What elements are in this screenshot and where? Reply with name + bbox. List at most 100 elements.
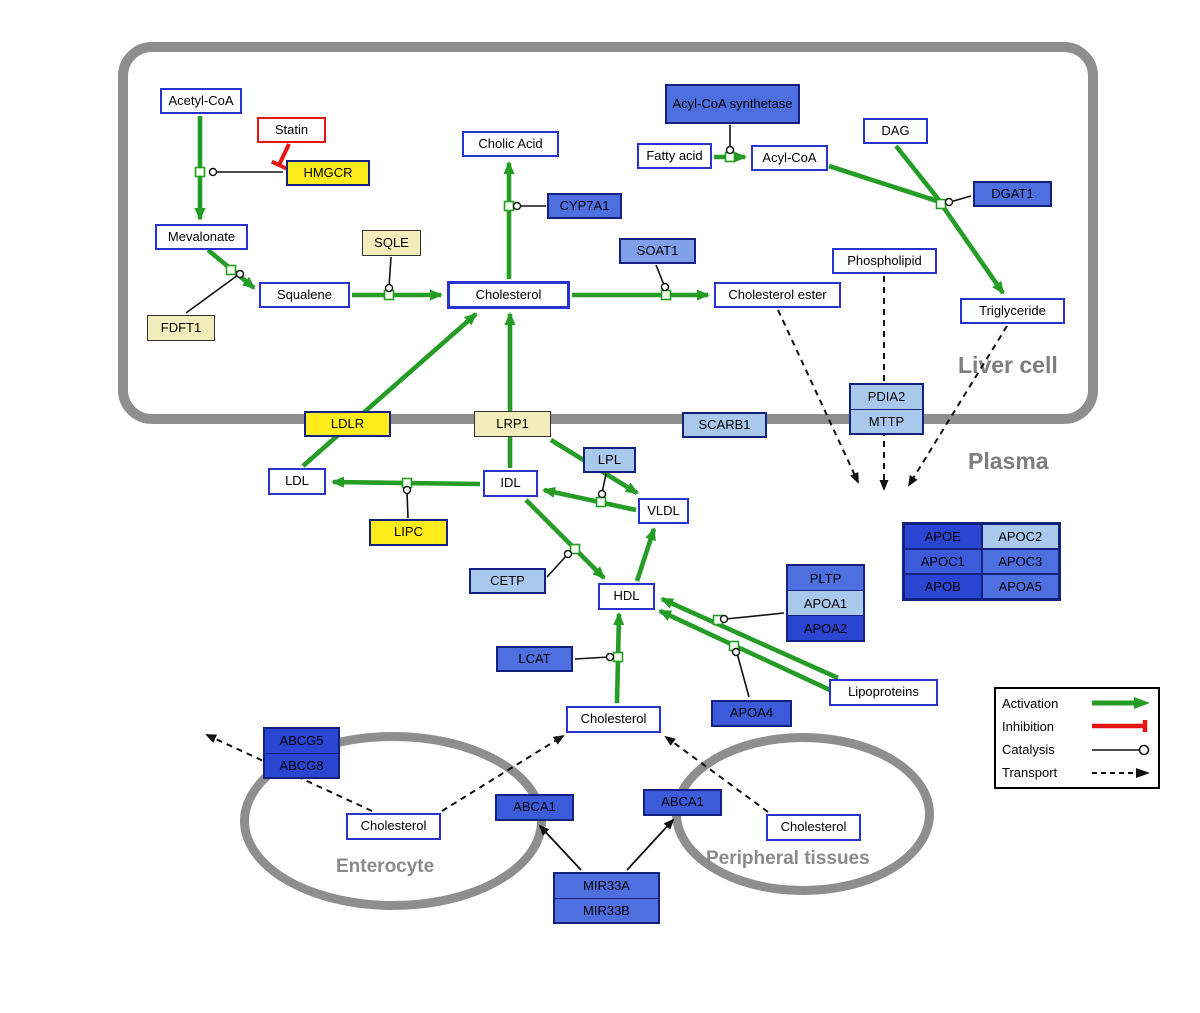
edge-lipoproteins-hdl-upper <box>660 596 839 681</box>
node-pltp[interactable]: PLTP <box>788 566 863 590</box>
cat-cetp <box>546 554 568 578</box>
cat-soat1 <box>655 264 665 286</box>
node-lcat[interactable]: LCAT <box>496 646 573 672</box>
node-fdft1[interactable]: FDFT1 <box>147 315 215 341</box>
node-apoa1[interactable]: APOA1 <box>788 590 863 615</box>
catalysis-end <box>731 647 741 657</box>
node-fatty-acid[interactable]: Fatty acid <box>637 143 712 169</box>
abcg5-abcg8-stack: ABCG5 ABCG8 <box>263 727 340 779</box>
node-triglyceride[interactable]: Triglyceride <box>960 298 1065 324</box>
legend-transport-label: Transport <box>1002 765 1058 781</box>
node-abcg5[interactable]: ABCG5 <box>265 729 338 753</box>
node-cetp[interactable]: CETP <box>469 568 546 594</box>
reaction-node <box>612 651 624 663</box>
reaction-node <box>569 543 581 555</box>
node-ldlr[interactable]: LDLR <box>304 411 391 437</box>
node-apoc3[interactable]: APOC3 <box>981 549 1059 574</box>
node-statin[interactable]: Statin <box>257 117 326 143</box>
edge-acylcoa-dgat-junction <box>828 163 938 204</box>
node-apoc1[interactable]: APOC1 <box>904 549 982 574</box>
node-apob[interactable]: APOB <box>904 574 982 599</box>
node-hmgcr[interactable]: HMGCR <box>286 160 370 186</box>
cat-pltp <box>725 612 785 620</box>
node-lpl[interactable]: LPL <box>583 447 636 473</box>
edge-dgat-junction-triglyceride <box>942 206 1005 295</box>
cat-fdft1 <box>185 274 239 314</box>
node-squalene[interactable]: Squalene <box>259 282 350 308</box>
cat-lpl <box>601 473 607 494</box>
edge-hdl-vldl <box>634 527 657 582</box>
apolipoprotein-grid: APOE APOC2 APOC1 APOC3 APOB APOA5 <box>902 522 1061 601</box>
node-lipc[interactable]: LIPC <box>369 519 448 546</box>
catalysis-end <box>660 282 670 292</box>
transport-triglyceride-plasma <box>907 325 1008 487</box>
liver-cell-label: Liver cell <box>958 352 1058 378</box>
legend: Activation Inhibition Catalysis Transpor… <box>994 687 1160 789</box>
edge-vldl-idl <box>542 486 637 513</box>
edge-ldl-cholesterol <box>301 312 478 468</box>
node-abca1-enterocyte[interactable]: ABCA1 <box>495 794 574 821</box>
node-apoa5[interactable]: APOA5 <box>981 574 1059 599</box>
node-scarb1[interactable]: SCARB1 <box>682 412 767 438</box>
node-cholesterol-peripheral[interactable]: Cholesterol <box>766 814 861 841</box>
node-apoe[interactable]: APOE <box>904 524 982 549</box>
node-cholesterol-liver[interactable]: Cholesterol <box>447 281 570 309</box>
node-mir33b[interactable]: MIR33B <box>555 897 658 922</box>
reaction-node <box>660 289 672 301</box>
node-idl[interactable]: IDL <box>483 470 538 497</box>
reaction-node <box>194 166 206 178</box>
node-sqle[interactable]: SQLE <box>362 230 421 256</box>
legend-activation-label: Activation <box>1002 695 1059 711</box>
node-mttp[interactable]: MTTP <box>851 408 922 433</box>
node-dgat1[interactable]: DGAT1 <box>973 181 1052 207</box>
legend-row-inhibition: Inhibition <box>1002 715 1152 737</box>
node-cholic-acid[interactable]: Cholic Acid <box>462 131 559 157</box>
plasma-label: Plasma <box>968 448 1049 474</box>
legend-inhibition-label: Inhibition <box>1002 718 1055 734</box>
edge-idl-hdl <box>524 498 606 580</box>
node-hdl[interactable]: HDL <box>598 583 655 610</box>
node-cholesterol-ester[interactable]: Cholesterol ester <box>714 282 841 308</box>
enterocyte-label: Enterocyte <box>336 856 435 877</box>
node-soat1[interactable]: SOAT1 <box>619 238 696 264</box>
node-cholesterol-plasma[interactable]: Cholesterol <box>566 706 661 733</box>
node-abca1-peripheral[interactable]: ABCA1 <box>643 789 722 816</box>
pdia2-mttp-stack: PDIA2 MTTP <box>849 383 924 435</box>
inhibit-statin-hmgcr <box>270 143 291 171</box>
node-mir33a[interactable]: MIR33A <box>555 874 658 898</box>
node-apoa4[interactable]: APOA4 <box>711 700 792 727</box>
node-lrp1[interactable]: LRP1 <box>474 411 551 437</box>
node-cholesterol-enterocyte[interactable]: Cholesterol <box>346 813 441 840</box>
node-abcg8[interactable]: ABCG8 <box>265 752 338 777</box>
node-phospholipid[interactable]: Phospholipid <box>832 248 937 274</box>
node-vldl[interactable]: VLDL <box>638 498 689 524</box>
node-acyl-coa[interactable]: Acyl-CoA <box>751 145 828 171</box>
node-cyp7a1[interactable]: CYP7A1 <box>547 193 622 219</box>
node-acyl-coa-synthetase[interactable]: Acyl-CoA synthetase <box>665 84 800 124</box>
cat-lipc <box>406 491 409 519</box>
inhibition-tbar-icon <box>1092 720 1148 733</box>
arrow-mir33-abca1-right <box>626 818 675 871</box>
node-dag[interactable]: DAG <box>863 118 928 144</box>
arrow-mir33-abca1-left <box>538 824 582 871</box>
peripheral-tissues-label: Peripheral tissues <box>706 848 870 869</box>
reaction-node <box>935 198 947 210</box>
catalysis-end <box>208 167 218 177</box>
catalysis-end <box>725 145 735 155</box>
transport-enterocyte-cholesterol-plasma <box>441 734 565 812</box>
reaction-node <box>225 264 237 276</box>
node-mevalonate[interactable]: Mevalonate <box>155 224 248 250</box>
catalysis-end <box>563 549 573 559</box>
node-pdia2[interactable]: PDIA2 <box>851 385 922 409</box>
node-lipoproteins[interactable]: Lipoproteins <box>829 679 938 706</box>
legend-row-transport: Transport <box>1002 762 1152 784</box>
node-acetyl-coa[interactable]: Acetyl-CoA <box>160 88 242 114</box>
catalysis-end <box>235 269 245 279</box>
transport-arrow-icon <box>1092 767 1150 778</box>
catalysis-end <box>597 489 607 499</box>
node-apoa2[interactable]: APOA2 <box>788 615 863 640</box>
node-ldl[interactable]: LDL <box>268 468 326 495</box>
node-apoc2[interactable]: APOC2 <box>981 524 1059 549</box>
